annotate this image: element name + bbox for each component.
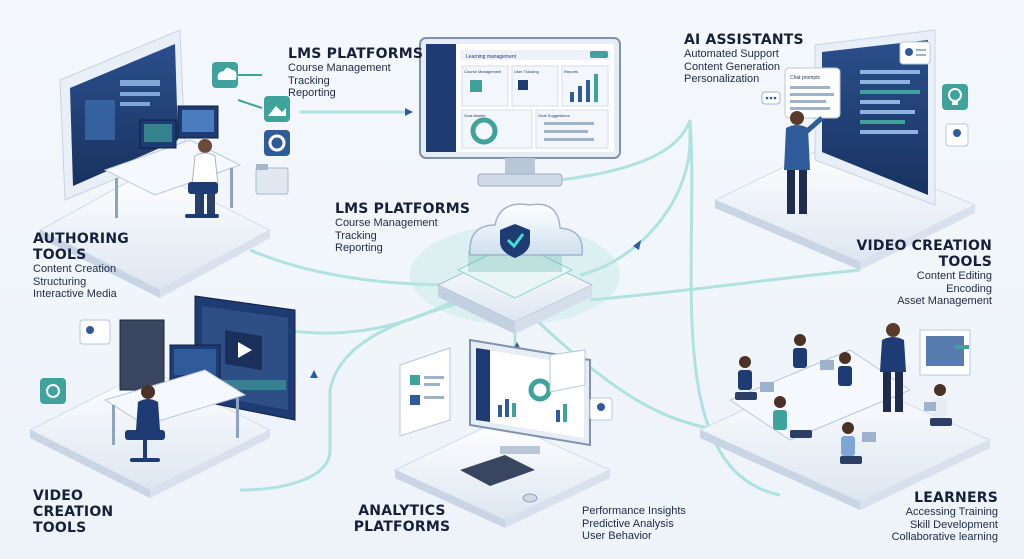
- shield-check-icon: [500, 224, 530, 258]
- lms-screen-header: Learning management: [466, 54, 517, 60]
- learners-item-3: Collaborative learning: [891, 531, 998, 544]
- video-right-title-1: VIDEO CREATION: [856, 238, 992, 254]
- video-right-item-3: Asset Management: [897, 295, 992, 308]
- lightbulb-icon: [942, 84, 968, 110]
- video-left-title-2: CREATION: [33, 504, 114, 521]
- authoring-label: AUTHORING TOOLS Content Creation Structu…: [33, 231, 129, 301]
- lms-top-label: LMS PLATFORMS Course Management Tracking…: [288, 46, 423, 100]
- authoring-title-1: AUTHORING: [33, 231, 129, 247]
- learners-item-2: Skill Development: [909, 518, 998, 531]
- image-icon: [264, 96, 290, 122]
- analytics-item-2: Predictive Analysis: [582, 517, 674, 530]
- ai-label: AI ASSISTANTS Automated Support Content …: [684, 32, 804, 86]
- learners-item-1: Accessing Training: [905, 506, 998, 519]
- ai-item-1: Automated Support: [684, 48, 779, 61]
- lms-screen-panel-2: User Tracking: [514, 69, 539, 74]
- video-left-label: VIDEO CREATION TOOLS: [33, 488, 113, 536]
- analytics-vignette: [393, 338, 613, 528]
- lms-center-item-2: Tracking: [335, 229, 377, 242]
- lms-center-title: LMS PLATFORMS: [335, 201, 471, 217]
- analytics-title-1: ANALYTICS: [358, 503, 446, 519]
- lms-top-item-2: Tracking: [288, 74, 330, 87]
- cloud-upload-icon: [212, 62, 238, 88]
- ai-item-3: Personalization: [684, 73, 760, 86]
- lms-center-item-1: Course Management: [335, 217, 438, 230]
- analytics-items: Performance Insights Predictive Analysis…: [582, 505, 686, 543]
- analytics-item-1: Performance Insights: [582, 505, 686, 517]
- video-right-item-1: Content Editing: [916, 270, 992, 283]
- ai-chat-bubble-title: Chat prompts: [790, 75, 821, 81]
- chat-icon: [761, 91, 781, 105]
- video-left-title-1: VIDEO: [33, 488, 84, 504]
- video-left-title-3: TOOLS: [33, 520, 87, 537]
- lms-screen-panel-1: Course Management: [464, 69, 502, 74]
- video-editing-vignette: [28, 295, 296, 498]
- authoring-vignette: [38, 29, 290, 298]
- gear-icon: [264, 130, 290, 156]
- authoring-item-3: Interactive Media: [33, 288, 117, 301]
- learners-vignette: [698, 323, 992, 510]
- folder-icon: [255, 164, 289, 195]
- ai-title: AI ASSISTANTS: [684, 32, 804, 48]
- learners-title: LEARNERS: [914, 490, 998, 506]
- lms-top-item-1: Course Management: [288, 62, 391, 75]
- connector-lines: [239, 110, 861, 497]
- cloud-hub: [410, 203, 620, 334]
- video-right-label: VIDEO CREATION TOOLS Content Editing Enc…: [856, 238, 992, 308]
- lms-top-item-3: Reporting: [288, 87, 336, 100]
- lms-monitor: [419, 37, 621, 187]
- lms-screen-panel-3: Reports: [564, 69, 578, 74]
- ai-item-2: Content Generation: [684, 60, 781, 73]
- user-card-icon: [899, 41, 931, 65]
- analytics-title-2: PLATFORMS: [353, 519, 451, 536]
- lms-screen-panel-5: Goal Suggestions: [538, 113, 570, 118]
- lms-screen-panel-4: Goal Assets: [464, 113, 485, 118]
- learners-label: LEARNERS Accessing Training Skill Develo…: [892, 490, 998, 544]
- authoring-item-2: Structuring: [33, 275, 87, 288]
- analytics-label: ANALYTICS PLATFORMS: [352, 503, 452, 535]
- lms-top-title: LMS PLATFORMS: [288, 46, 424, 62]
- analytics-item-3: User Behavior: [582, 530, 652, 543]
- authoring-item-1: Content Creation: [33, 263, 117, 276]
- video-right-title-2: TOOLS: [938, 254, 992, 271]
- lms-center-item-3: Reporting: [335, 242, 383, 255]
- lms-center-label: LMS PLATFORMS Course Management Tracking…: [335, 201, 470, 255]
- video-right-item-2: Encoding: [946, 282, 992, 295]
- ai-vignette: [713, 29, 977, 270]
- authoring-title-2: TOOLS: [33, 247, 87, 264]
